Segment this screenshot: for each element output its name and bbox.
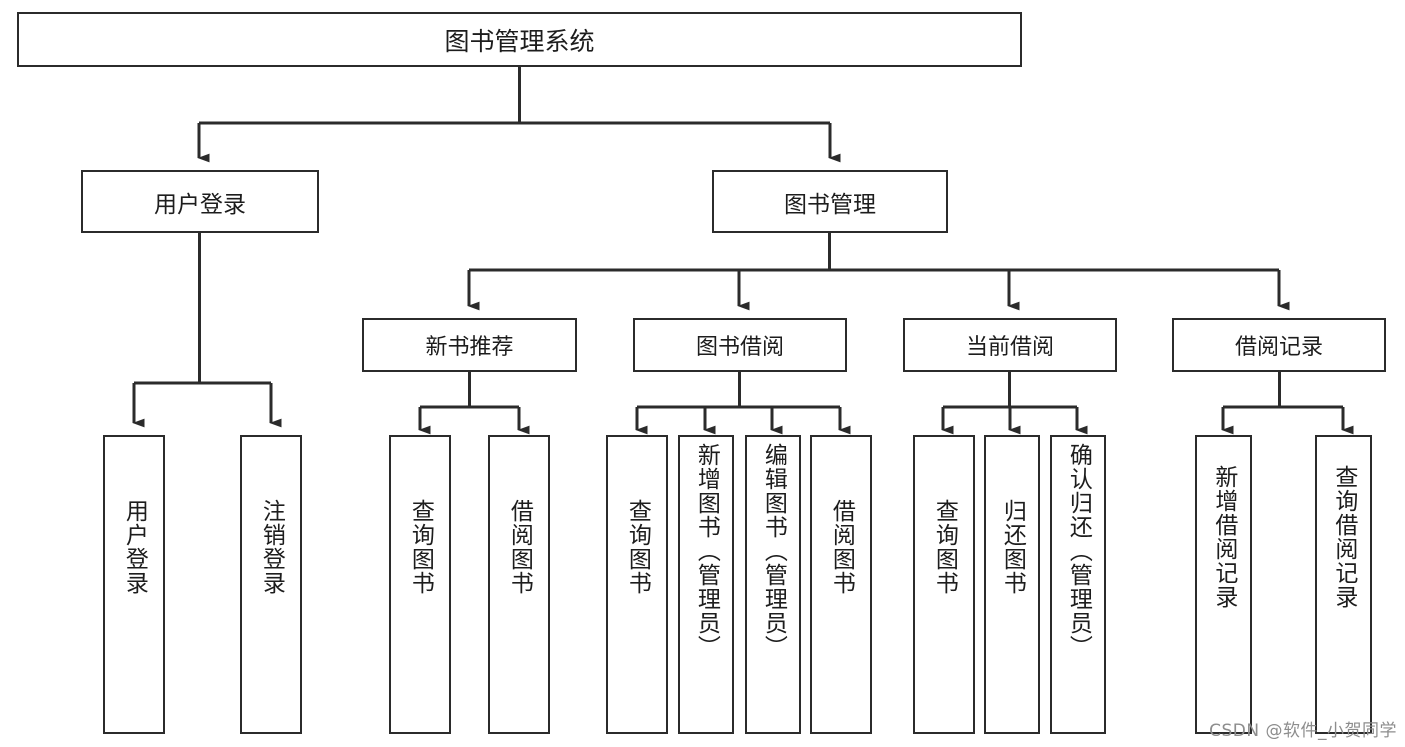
leaf-current-confirm-return-admin[interactable]: 确认归还（管理员）: [1050, 435, 1106, 734]
node-root-system[interactable]: 图书管理系统: [17, 12, 1022, 67]
node-label: 用户登录: [154, 191, 246, 218]
leaf-label: 归还图书: [999, 499, 1026, 595]
leaf-label: 借阅图书: [828, 499, 855, 595]
node-label: 借阅记录: [1234, 335, 1323, 360]
leaf-label: 查询图书: [407, 499, 434, 595]
leaf-user-login-login[interactable]: 用户登录: [103, 435, 165, 734]
node-borrow-record[interactable]: 借阅记录: [1172, 318, 1386, 372]
node-book-management[interactable]: 图书管理: [712, 170, 948, 233]
leaf-label: 查询图书: [931, 499, 958, 595]
node-user-login[interactable]: 用户登录: [81, 170, 319, 233]
leaf-current-return-book[interactable]: 归还图书: [984, 435, 1040, 734]
leaf-label: 用户登录: [121, 499, 148, 595]
leaf-borrow-edit-book-admin[interactable]: 编辑图书（管理员）: [745, 435, 801, 734]
leaf-new-book-query[interactable]: 查询图书: [389, 435, 451, 734]
node-label: 图书管理: [784, 191, 876, 218]
node-label: 新书推荐: [425, 335, 514, 360]
leaf-label: 编辑图书（管理员）: [760, 443, 787, 659]
leaf-new-book-borrow[interactable]: 借阅图书: [488, 435, 550, 734]
csdn-watermark: CSDN @软件_小贺同学: [1209, 721, 1397, 741]
node-book-borrow[interactable]: 图书借阅: [633, 318, 847, 372]
leaf-label: 借阅图书: [506, 499, 533, 595]
leaf-label: 确认归还（管理员）: [1065, 443, 1092, 659]
node-label: 图书管理系统: [444, 26, 595, 56]
leaf-label: 注销登录: [258, 499, 285, 595]
node-new-book-recommend[interactable]: 新书推荐: [362, 318, 577, 372]
leaf-borrow-add-book-admin[interactable]: 新增图书（管理员）: [678, 435, 734, 734]
leaf-label: 查询图书: [624, 499, 651, 595]
leaf-record-add-record[interactable]: 新增借阅记录: [1195, 435, 1252, 734]
leaf-label: 新增图书（管理员）: [693, 443, 720, 659]
leaf-borrow-borrow-book[interactable]: 借阅图书: [810, 435, 872, 734]
leaf-record-query-record[interactable]: 查询借阅记录: [1315, 435, 1372, 734]
leaf-label: 新增借阅记录: [1210, 465, 1237, 609]
node-current-borrow[interactable]: 当前借阅: [903, 318, 1117, 372]
node-label: 图书借阅: [695, 335, 784, 360]
leaf-user-login-logout[interactable]: 注销登录: [240, 435, 302, 734]
leaf-label: 查询借阅记录: [1330, 465, 1357, 609]
node-label: 当前借阅: [965, 335, 1054, 360]
leaf-borrow-query-book[interactable]: 查询图书: [606, 435, 668, 734]
leaf-current-query-book[interactable]: 查询图书: [913, 435, 975, 734]
